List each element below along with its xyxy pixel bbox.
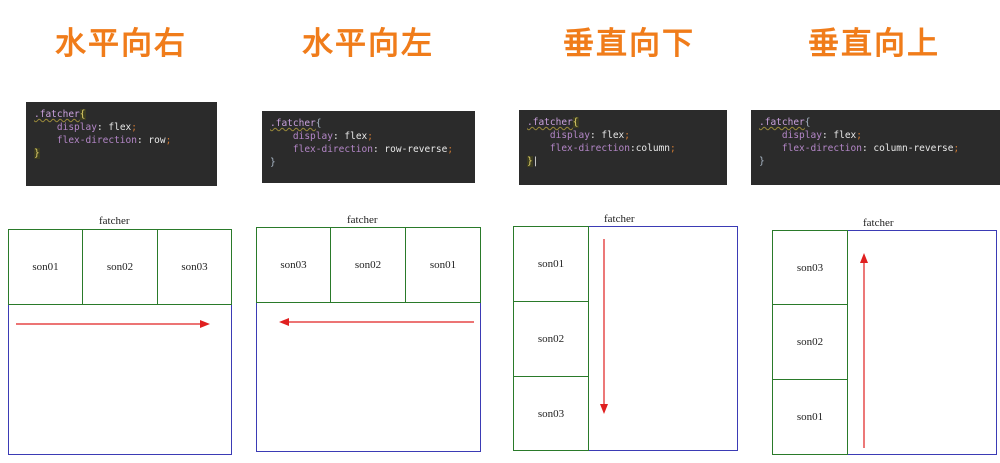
title-column: 垂直向下 — [563, 26, 695, 62]
child-box: son02 — [772, 304, 848, 380]
arrow-left-icon — [279, 318, 474, 326]
child-box: son03 — [513, 376, 589, 451]
arrow-right-icon — [16, 320, 210, 328]
title-row-reverse: 水平向左 — [302, 26, 434, 62]
child-box: son01 — [513, 226, 589, 302]
code-prop: flex-direction — [781, 143, 862, 154]
code-snippet-column: .fatcher{ display: flex; flex-direction:… — [519, 110, 727, 185]
code-close-brace: } — [34, 148, 40, 159]
code-open-brace: { — [572, 117, 579, 128]
code-value: column — [635, 143, 671, 154]
code-selector: .fatcher — [759, 117, 805, 128]
code-prop: display — [292, 131, 333, 142]
container-label: fatcher — [99, 215, 130, 227]
child-box: son01 — [405, 227, 481, 303]
title-row: 水平向右 — [55, 26, 187, 62]
container-label: fatcher — [863, 217, 894, 229]
container-label: fatcher — [604, 213, 635, 225]
code-selector: .fatcher — [527, 117, 573, 128]
arrow-up-icon — [860, 253, 868, 448]
child-box: son02 — [330, 227, 406, 303]
child-box: son02 — [82, 229, 158, 305]
child-box: son03 — [772, 230, 848, 305]
child-box: son01 — [8, 229, 83, 305]
code-value: row-reverse — [384, 144, 448, 155]
code-value: flex — [108, 122, 132, 133]
code-open-brace: { — [79, 109, 86, 120]
code-selector: .fatcher — [270, 118, 316, 129]
code-selector: .fatcher — [34, 109, 80, 120]
arrow-down-icon — [600, 239, 608, 414]
code-value: row — [148, 135, 166, 146]
code-value: flex — [601, 130, 625, 141]
title-column-reverse: 垂直向上 — [808, 26, 940, 62]
child-box: son03 — [157, 229, 232, 305]
code-prop: flex-direction — [549, 143, 630, 154]
code-snippet-column-reverse: .fatcher{ display: flex; flex-direction:… — [751, 110, 1000, 185]
code-value: flex — [344, 131, 368, 142]
code-value: column-reverse — [873, 143, 954, 154]
code-prop: display — [781, 130, 822, 141]
code-prop: flex-direction — [292, 144, 373, 155]
child-box: son02 — [513, 301, 589, 377]
child-box: son03 — [256, 227, 331, 303]
container-label: fatcher — [347, 214, 378, 226]
code-prop: display — [549, 130, 590, 141]
code-prop: flex-direction — [56, 135, 137, 146]
code-snippet-row-reverse: .fatcher{ display: flex; flex-direction:… — [262, 111, 475, 183]
code-value: flex — [833, 130, 857, 141]
code-prop: display — [56, 122, 97, 133]
code-close-brace: } — [527, 156, 533, 167]
code-snippet-row: .fatcher{ display: flex; flex-direction:… — [26, 102, 217, 186]
child-box: son01 — [772, 379, 848, 455]
